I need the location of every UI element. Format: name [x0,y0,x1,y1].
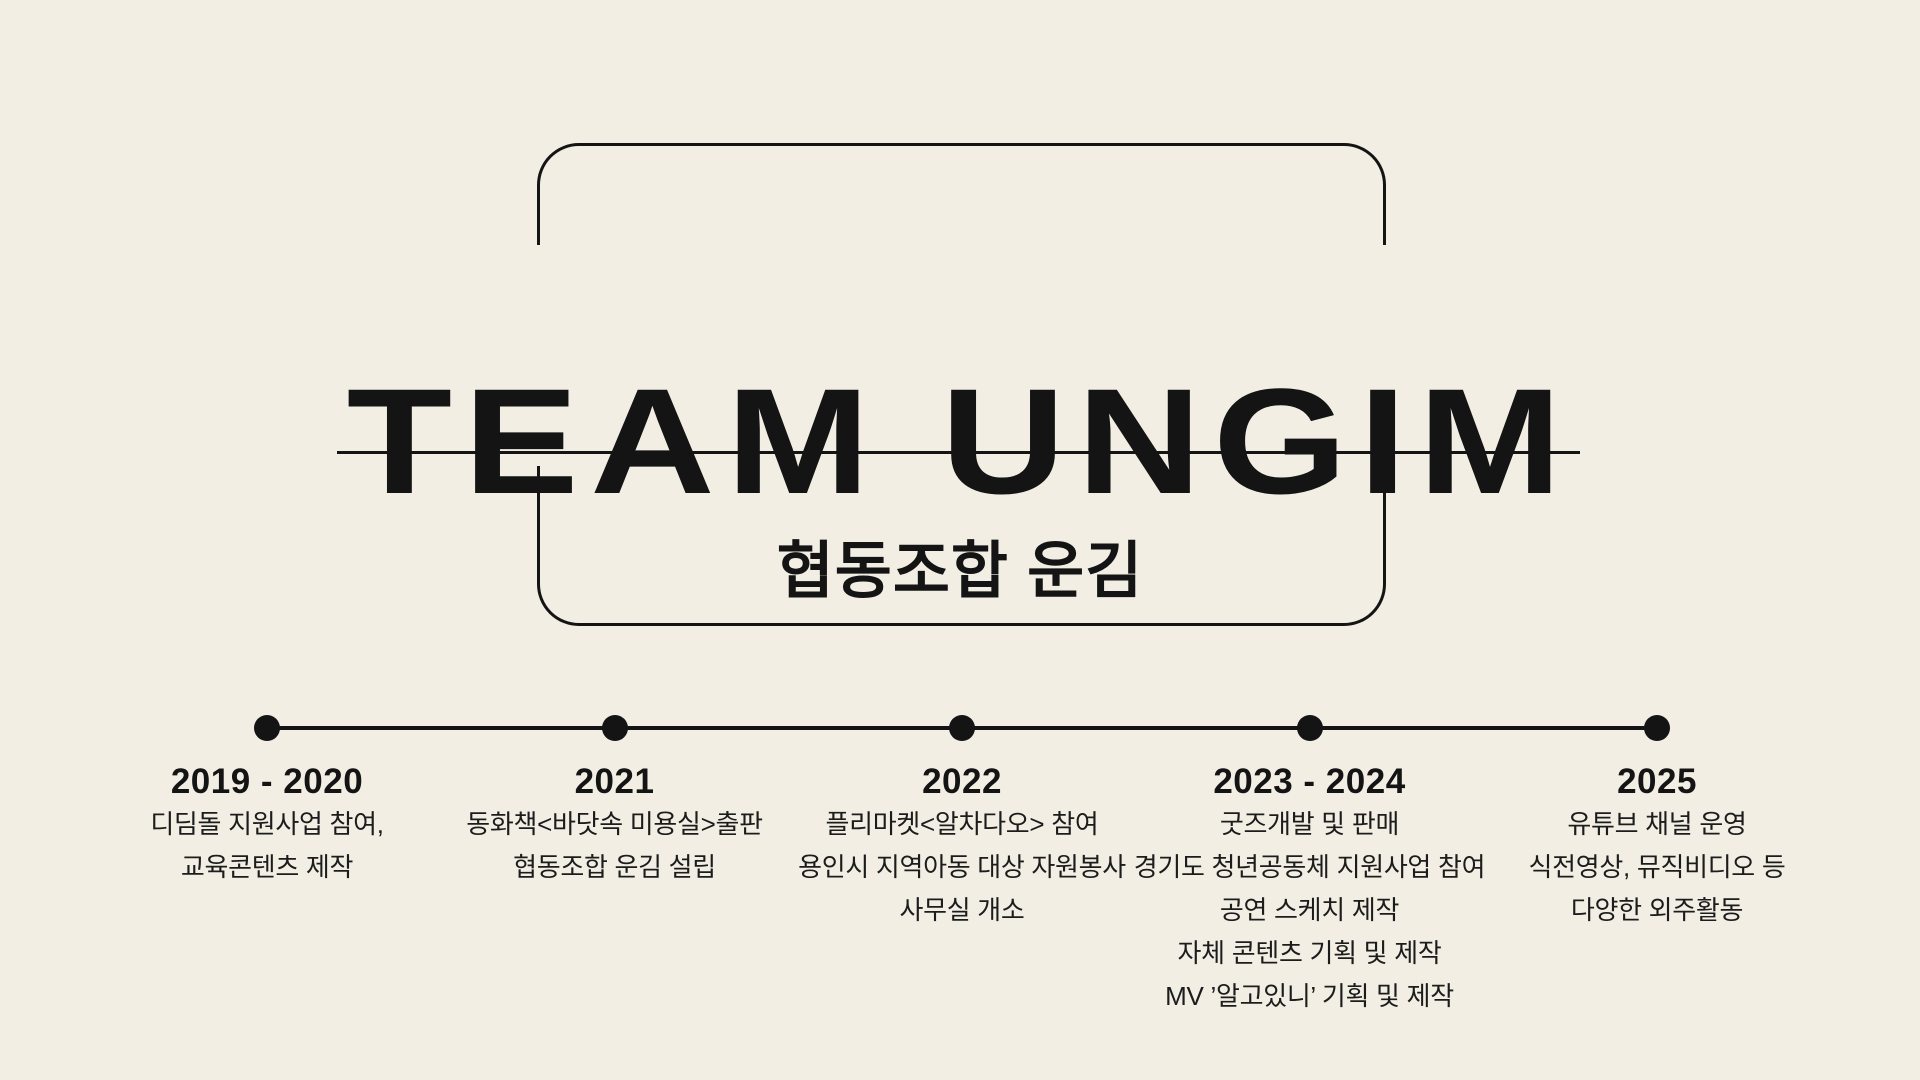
event-year-label: 2021 [574,762,655,801]
subtitle-korean: 협동조합 운김 [776,537,1144,607]
event-item: 다양한 외주활동 [1570,895,1744,925]
event-item: 플리마켓<알차다오> 참여 [825,809,1099,839]
event-year-label: 2022 [922,762,1002,801]
event-item: 식전영상, 뮤직비디오 등 [1528,852,1786,882]
event-item: 동화책<바닷속 미용실>출판 [466,809,763,839]
event-item: 굿즈개발 및 판매 [1219,809,1400,839]
timeline-dot-icon [601,715,628,741]
event-year-label: 2023 - 2024 [1213,762,1406,801]
event-item: 협동조합 운김 설립 [513,852,716,882]
timeline-dot-icon [949,715,975,741]
event-item-list: 디딤돌 지원사업 참여, 교육콘텐츠 제작 [47,803,487,889]
logo-frame-mask [520,245,1400,466]
timeline-dot-icon [1644,715,1670,741]
event-item: 경기도 청년공동체 지원사업 참여 [1133,852,1486,882]
timeline-event-column: 2019 - 2020 디딤돌 지원사업 참여, 교육콘텐츠 제작 [47,764,487,889]
event-item: 공연 스케치 제작 [1219,895,1400,925]
event-item: 디딤돌 지원사업 참여, [150,809,384,839]
title-underline [337,451,1580,454]
event-item: MV ’알고있니’ 기획 및 제작 [1165,981,1454,1011]
event-item: 용인시 지역아동 대상 자원봉사 [798,852,1126,882]
event-year-label: 2025 [1617,762,1697,801]
timeline-dot-icon [254,715,280,741]
timeline-dot-icon [1296,715,1323,741]
event-item: 자체 콘텐츠 기획 및 제작 [1177,938,1442,968]
event-item: 사무실 개소 [899,895,1025,925]
event-item: 교육콘텐츠 제작 [180,852,354,882]
main-title: TEAM UNGIM [346,356,1574,525]
event-item: 유튜브 채널 운영 [1567,809,1747,839]
event-year-label: 2019 - 2020 [170,762,364,801]
